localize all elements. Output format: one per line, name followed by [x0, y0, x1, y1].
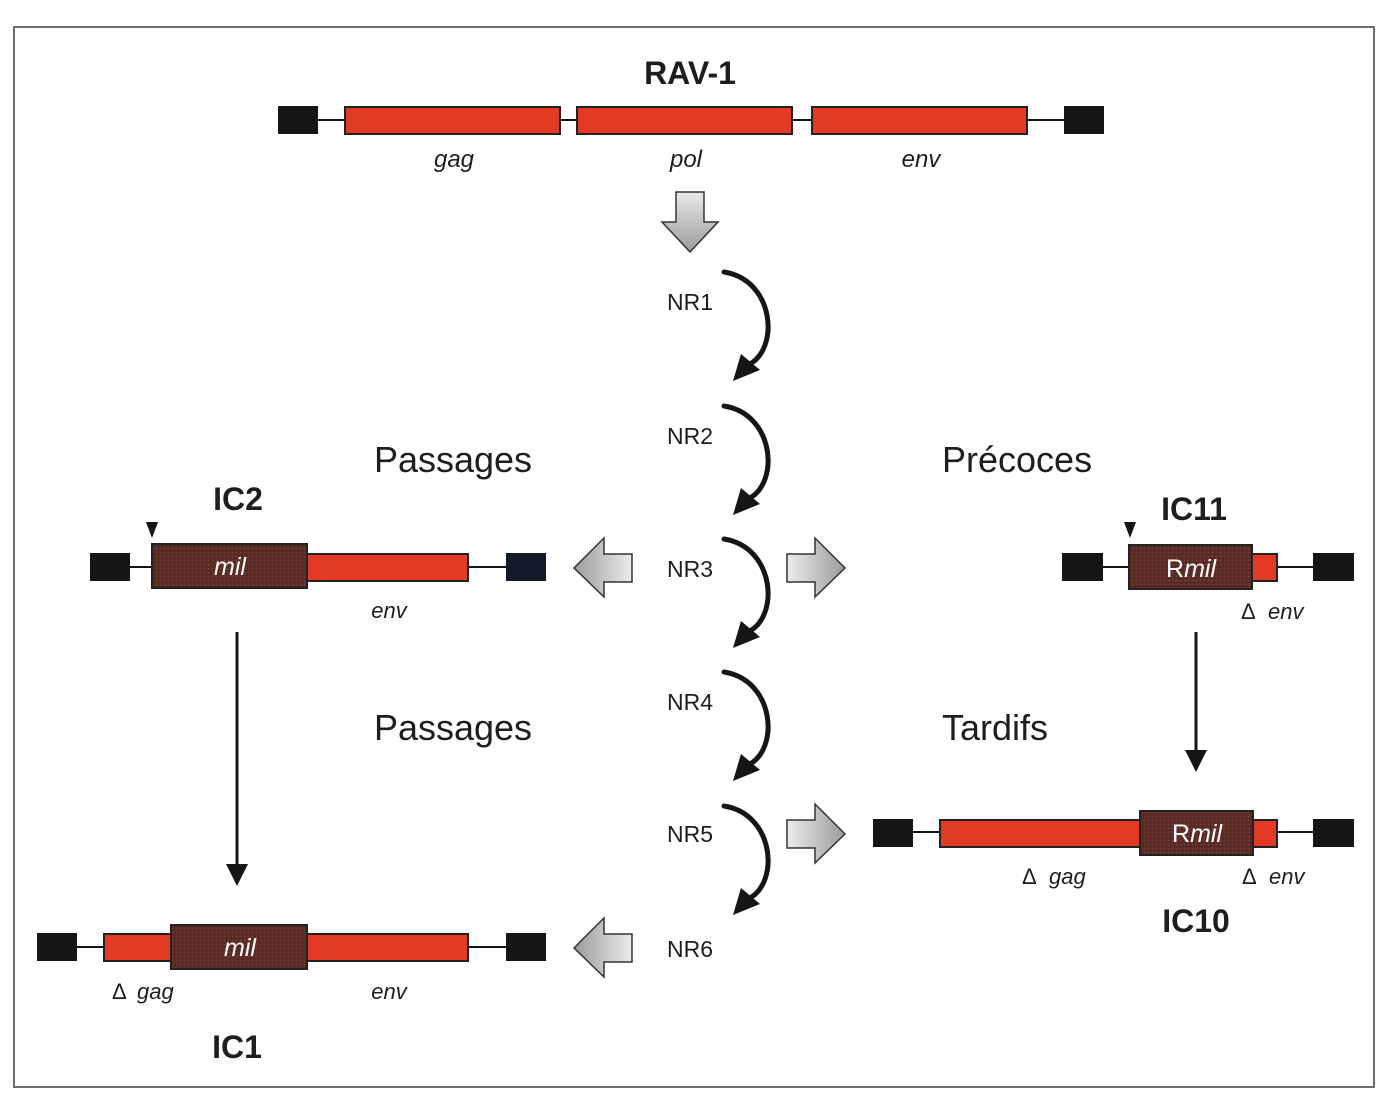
- ltr-right: [1064, 106, 1104, 134]
- env-gene: [811, 106, 1028, 135]
- rmil-label: Rmil: [1166, 555, 1217, 583]
- ic10-title: IC10: [1162, 903, 1230, 939]
- ic1-genome: mil Δ gag env IC1: [37, 924, 546, 1065]
- ltr-left: [1062, 553, 1103, 581]
- ic11-to-ic10-arrow-icon: [1185, 632, 1207, 772]
- pol-label: pol: [669, 146, 703, 173]
- insertion-marker-icon: [146, 522, 158, 538]
- nr6-label: NR6: [667, 936, 713, 962]
- delta-symbol: Δ: [112, 979, 127, 1004]
- precoces-label: Précoces: [942, 439, 1092, 480]
- rmil-label: Rmil: [1172, 820, 1223, 848]
- ic11-title: IC11: [1161, 491, 1227, 527]
- env-label: env: [902, 146, 943, 173]
- rmil-name: mil: [1190, 820, 1223, 848]
- env-label: env: [1268, 599, 1305, 624]
- nr4-label: NR4: [667, 689, 713, 715]
- rmil-insert: [1128, 544, 1253, 590]
- delta-symbol: Δ: [1241, 599, 1256, 624]
- ic2-genome: IC2 mil env: [90, 481, 546, 623]
- nr-steps: NR1 NR2 NR3 NR4 NR5 NR6: [667, 269, 771, 962]
- mil-insert: [151, 543, 308, 589]
- left-arrow-icon-nr3: [572, 536, 633, 599]
- gag-label: gag: [434, 146, 475, 173]
- ltr-left: [37, 933, 77, 961]
- step-curve-arrow-icon: [721, 269, 771, 368]
- insertion-marker-icon: [1124, 522, 1136, 538]
- rav1-genome: RAV-1 gag pol env: [278, 55, 1104, 173]
- step-curve-arrow-icon: [721, 803, 771, 902]
- env-gene: [306, 933, 469, 962]
- rmil-name: mil: [1184, 555, 1217, 583]
- ltr-left: [90, 553, 130, 581]
- nr1-label: NR1: [667, 289, 713, 315]
- tardifs-label: Tardifs: [942, 707, 1048, 748]
- nr2-label: NR2: [667, 423, 713, 449]
- env-gene: [306, 553, 469, 582]
- step-arrowhead-icon: [733, 621, 760, 648]
- step-arrowhead-icon: [733, 754, 760, 781]
- ic1-title: IC1: [212, 1029, 262, 1065]
- mil-label: mil: [224, 934, 257, 962]
- step-curve-arrow-icon: [721, 403, 771, 502]
- step-curve-arrow-icon: [721, 669, 771, 768]
- ic11-genome: IC11 Rmil Δ env: [1062, 491, 1354, 624]
- ltr-right: [506, 933, 546, 961]
- rmil-insert: [1139, 810, 1254, 856]
- delta-symbol: Δ: [1022, 864, 1037, 889]
- right-arrow-icon-nr3: [786, 536, 847, 599]
- mil-insert: [170, 924, 308, 970]
- ic2-title: IC2: [213, 481, 263, 517]
- ic10-genome: Rmil Δ gag Δ env IC10: [873, 810, 1354, 939]
- passages-lower-label: Passages: [374, 707, 532, 748]
- env-label: env: [1269, 864, 1306, 889]
- gag-gene: [344, 106, 561, 135]
- env-label: env: [371, 979, 408, 1004]
- nr3-label: NR3: [667, 556, 713, 582]
- ltr-left: [873, 819, 913, 847]
- passages-upper-label: Passages: [374, 439, 532, 480]
- gag-label: gag: [137, 979, 174, 1004]
- ic2-to-ic1-arrow-icon: [226, 632, 248, 886]
- env-label: env: [371, 598, 408, 623]
- step-arrowhead-icon: [733, 354, 760, 381]
- ltr-right: [1313, 819, 1354, 847]
- rmil-prefix: R: [1172, 820, 1190, 848]
- pol-gene: [576, 106, 793, 135]
- rmil-prefix: R: [1166, 555, 1184, 583]
- gag-label: gag: [1049, 864, 1086, 889]
- mil-label: mil: [214, 553, 247, 581]
- ltr-left: [278, 106, 318, 134]
- step-arrowhead-icon: [733, 488, 760, 515]
- step-arrowhead-icon: [733, 888, 760, 915]
- gag-fragment: [939, 819, 1141, 848]
- env-fragment: [1251, 553, 1278, 582]
- nr5-label: NR5: [667, 821, 713, 847]
- rav1-title: RAV-1: [644, 55, 736, 91]
- env-fragment: [1252, 819, 1278, 848]
- down-arrow-icon: [660, 191, 720, 254]
- right-arrow-icon-nr5: [786, 802, 847, 865]
- delta-symbol: Δ: [1242, 864, 1257, 889]
- figure-frame: [13, 26, 1375, 1088]
- gag-fragment: [103, 933, 172, 962]
- left-arrow-icon-nr6: [572, 916, 633, 979]
- ltr-right: [1313, 553, 1354, 581]
- ltr-right: [506, 553, 546, 581]
- step-curve-arrow-icon: [721, 536, 771, 635]
